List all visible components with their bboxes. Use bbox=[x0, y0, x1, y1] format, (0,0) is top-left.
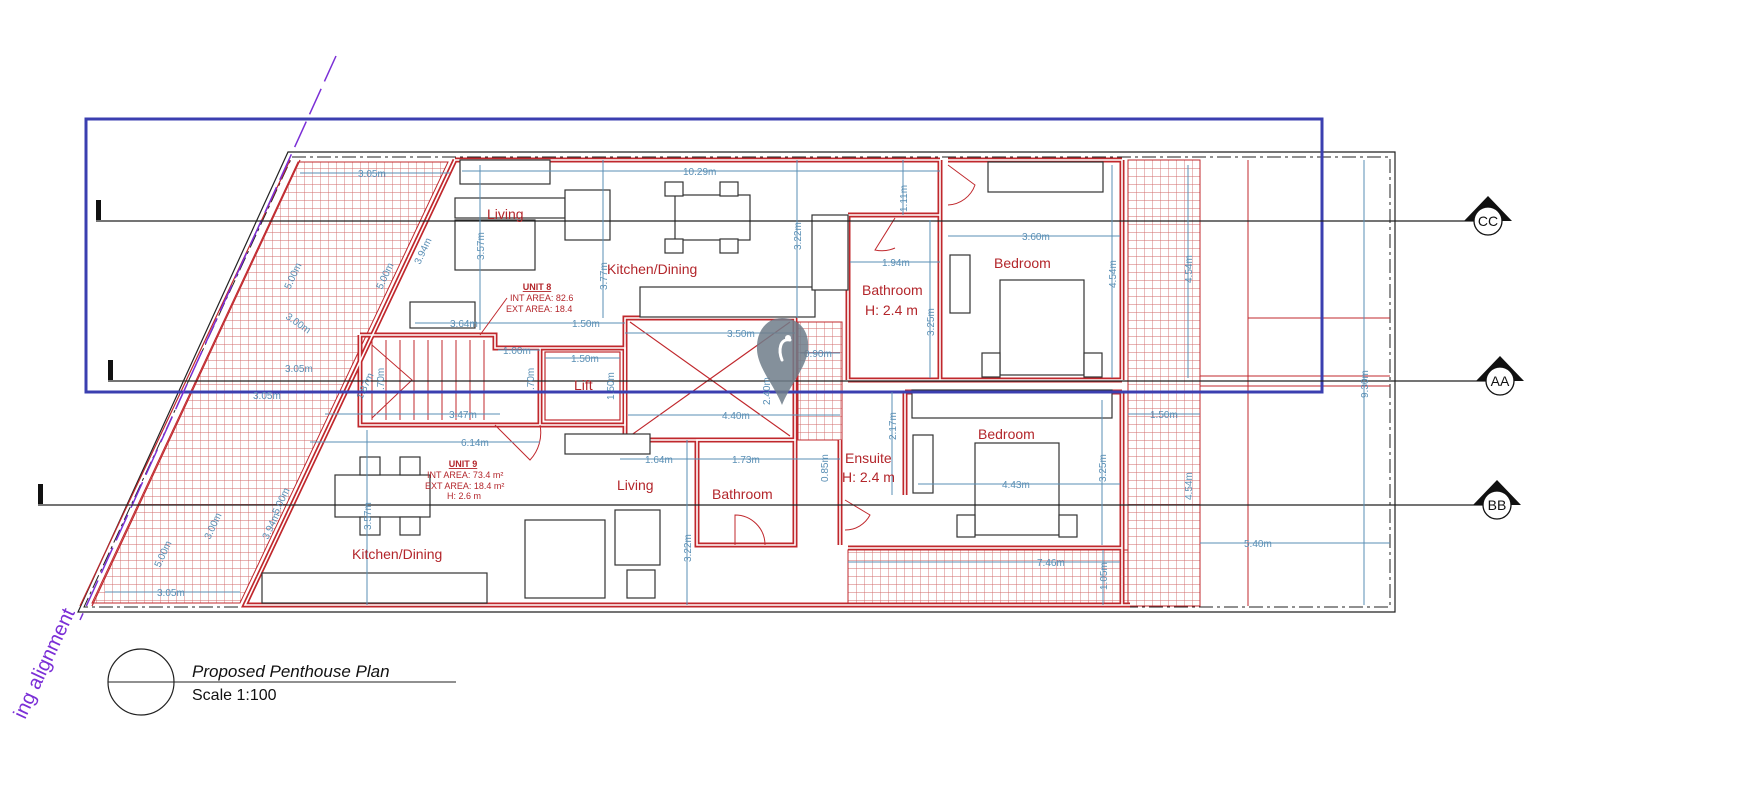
dining-table bbox=[674, 194, 751, 241]
selection-box[interactable] bbox=[84, 117, 1324, 394]
dimension-label: 3.25m bbox=[1098, 454, 1109, 482]
room-label-bathroom: Bathroom bbox=[712, 486, 773, 502]
furniture bbox=[261, 159, 1113, 604]
room-label-kitchen-dining: Kitchen/Dining bbox=[352, 546, 442, 562]
dimension-label: 3.60m bbox=[1022, 232, 1050, 243]
room-label-ensuite: Ensuite bbox=[845, 450, 892, 466]
dimension-label: 2.17m bbox=[888, 412, 899, 440]
dimension-label: 7.46m bbox=[1037, 558, 1065, 569]
room-label-bedroom: Bedroom bbox=[978, 426, 1035, 442]
section-line-aa[interactable]: AA bbox=[108, 356, 1524, 396]
unit-name: UNIT 9 bbox=[449, 459, 478, 469]
section-label: AA bbox=[1491, 373, 1510, 389]
unit-name: UNIT 8 bbox=[523, 282, 552, 292]
room-label-bathroom-height: H: 2.4 m bbox=[865, 302, 918, 318]
dimension-label: 1.11m bbox=[899, 185, 910, 212]
wardrobe bbox=[409, 301, 476, 329]
dimension-label: 5.40m bbox=[1244, 539, 1272, 550]
sofa bbox=[524, 519, 606, 599]
dimension-label: 3.22m bbox=[683, 534, 694, 562]
dimension-label: 3.22m bbox=[793, 222, 804, 250]
wardrobe bbox=[911, 389, 1113, 419]
dimension-label: 3.05m bbox=[253, 391, 281, 402]
right-terrace-hatch bbox=[1127, 159, 1201, 607]
dimension-label: 0.90m bbox=[804, 349, 832, 360]
title-block: Proposed Penthouse Plan Scale 1:100 bbox=[107, 648, 456, 716]
dimension-label: 4.43m bbox=[1002, 480, 1030, 491]
dimension-label: 3.05m bbox=[157, 588, 185, 599]
dimension-label: 10.29m bbox=[683, 167, 716, 178]
dimension-label: 3.77m bbox=[599, 262, 610, 290]
dimension-label: 3.05m bbox=[358, 169, 386, 180]
unit-ext-area: EXT AREA: 18.4 bbox=[506, 304, 572, 314]
dimension-label: 3.64m bbox=[450, 319, 478, 330]
dimension-lines bbox=[105, 160, 1390, 605]
dimension-label: 4.54m bbox=[1108, 260, 1119, 288]
kitchen-counter bbox=[459, 159, 551, 185]
kitchen-units bbox=[639, 286, 816, 318]
section-label: BB bbox=[1488, 497, 1507, 513]
dimension-label: 3.05m bbox=[285, 364, 313, 375]
unit-int-area: INT AREA: 82.6 bbox=[510, 293, 573, 303]
dimension-label: 4.54m bbox=[1184, 472, 1195, 500]
bed bbox=[974, 442, 1060, 536]
dimension-label: 1.50m bbox=[606, 372, 617, 400]
unit-int-area: INT AREA: 73.4 m² bbox=[427, 470, 503, 480]
dimension-label: 1.05m bbox=[1099, 562, 1110, 590]
dimension-label: 3.25m bbox=[926, 308, 937, 336]
walls bbox=[79, 157, 1130, 608]
dimension-label: 3.50m bbox=[727, 329, 755, 340]
doors bbox=[494, 164, 976, 546]
wardrobe bbox=[987, 161, 1104, 193]
dimension-label: 3.57m bbox=[476, 232, 487, 260]
dimension-label: 1.50m bbox=[572, 319, 600, 330]
room-label-bathroom: Bathroom bbox=[862, 282, 923, 298]
alignment-line bbox=[79, 55, 337, 621]
section-line-cc[interactable]: CC bbox=[96, 196, 1512, 236]
room-label-ensuite-height: H: 2.4 m bbox=[842, 469, 895, 485]
room-label-living: Living bbox=[487, 206, 524, 222]
dimension-label: 0.85m bbox=[820, 454, 831, 482]
dimension-label: 1.73m bbox=[732, 455, 760, 466]
map-pin-icon[interactable] bbox=[756, 318, 809, 405]
left-terrace-hatch bbox=[91, 161, 449, 604]
bed bbox=[999, 279, 1085, 376]
alignment-label: ing alignment bbox=[10, 605, 80, 723]
unit-height: H: 2.6 m bbox=[447, 491, 481, 501]
unit-ext-area: EXT AREA: 18.4 m² bbox=[425, 481, 504, 491]
drawing-title: Proposed Penthouse Plan bbox=[192, 662, 390, 681]
dimension-label: 3.47m bbox=[449, 410, 477, 421]
dimension-label: 1.64m bbox=[645, 455, 673, 466]
room-labels: Living Kitchen/Dining Lift Bathroom H: 2… bbox=[352, 206, 1051, 562]
unit-9-info: UNIT 9 INT AREA: 73.4 m² EXT AREA: 18.4 … bbox=[425, 459, 504, 501]
dimension-label: 1.00m bbox=[503, 346, 531, 357]
section-label: CC bbox=[1478, 213, 1498, 229]
room-label-living: Living bbox=[617, 477, 654, 493]
right-outdoor-area bbox=[1200, 160, 1390, 606]
dimension-label: 6.14m bbox=[461, 438, 489, 449]
sofa bbox=[454, 219, 536, 271]
staircase bbox=[371, 340, 485, 420]
bottom-terrace-hatch bbox=[847, 549, 1129, 606]
dimension-label: 1.50m bbox=[1150, 410, 1178, 421]
dining-table bbox=[334, 474, 431, 518]
dimension-label: 1.94m bbox=[882, 258, 910, 269]
section-line-bb[interactable]: BB bbox=[38, 480, 1521, 520]
dimension-label: 1.50m bbox=[571, 354, 599, 365]
unit-8-info: UNIT 8 INT AREA: 82.6 EXT AREA: 18.4 bbox=[479, 282, 573, 336]
room-label-bedroom: Bedroom bbox=[994, 255, 1051, 271]
room-label-lift: Lift bbox=[574, 377, 593, 393]
dimension-label: 3.57m bbox=[363, 502, 374, 530]
dimension-label: 2.40m bbox=[762, 377, 773, 405]
armchair bbox=[614, 509, 661, 566]
kitchen-units bbox=[261, 572, 488, 604]
dimension-label: 4.54m bbox=[1184, 255, 1195, 283]
dimension-label: .70m bbox=[376, 368, 387, 390]
room-label-kitchen-dining: Kitchen/Dining bbox=[607, 261, 697, 277]
dimension-label: 4.40m bbox=[722, 411, 750, 422]
dimension-label: 9.30m bbox=[1360, 370, 1371, 398]
dimension-label: .70m bbox=[526, 368, 537, 390]
drawing-scale: Scale 1:100 bbox=[192, 687, 277, 704]
